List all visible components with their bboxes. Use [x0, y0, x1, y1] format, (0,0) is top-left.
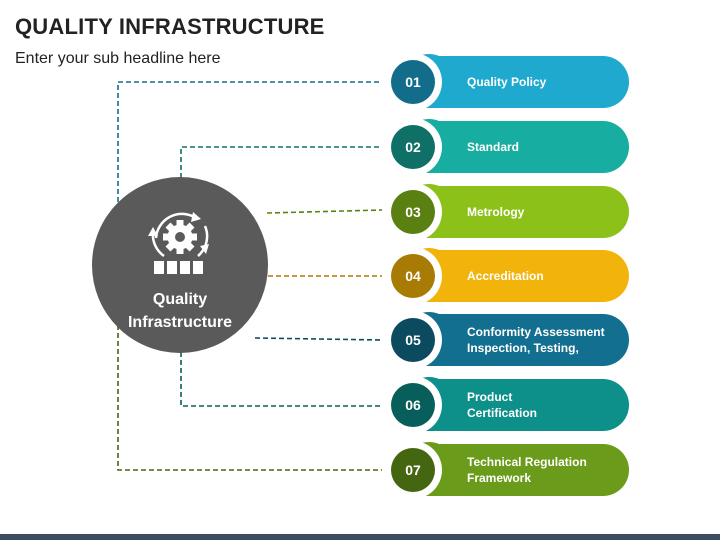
item-number-04: 04 — [405, 268, 421, 284]
item-badge-06 — [391, 383, 435, 427]
central-hub — [92, 177, 268, 353]
item-badge-02 — [391, 125, 435, 169]
item-number-06: 06 — [405, 397, 421, 413]
item-label-line: Technical Regulation — [467, 455, 587, 469]
page-title: QUALITY INFRASTRUCTURE — [15, 14, 325, 39]
connector-line-05 — [254, 337, 383, 341]
item-pill-04 — [417, 250, 629, 302]
item-label-04: Accreditation — [467, 254, 617, 298]
connector-lines — [117, 81, 383, 471]
gear-cycle-icon — [148, 212, 209, 274]
item-label-line: Accreditation — [467, 269, 544, 283]
item-number-07: 07 — [405, 462, 421, 478]
item-badge-03 — [391, 190, 435, 234]
item-07 — [384, 441, 629, 499]
item-pills — [384, 53, 629, 499]
item-badge-05 — [391, 318, 435, 362]
item-01 — [384, 53, 629, 111]
item-02 — [384, 118, 629, 176]
item-label-line: Standard — [467, 140, 520, 154]
item-number-05: 05 — [405, 332, 421, 348]
connector-line-07 — [117, 325, 382, 471]
footer-bar — [0, 534, 720, 540]
item-badge-01 — [391, 60, 435, 104]
hub-label-line1: Quality — [152, 291, 208, 308]
item-number-02: 02 — [405, 139, 421, 155]
item-label-line: Certification — [467, 406, 538, 420]
item-04 — [384, 247, 629, 305]
item-05 — [384, 311, 629, 369]
connector-line-03 — [266, 209, 383, 214]
item-label-line: Conformity Assessment — [467, 325, 605, 339]
item-pill-01 — [417, 56, 629, 108]
item-number-03: 03 — [405, 204, 421, 220]
item-pill-02 — [417, 121, 629, 173]
item-pill-03 — [417, 186, 629, 238]
item-label-line: Inspection, Testing, — [467, 341, 579, 355]
item-label-line: Metrology — [467, 205, 525, 219]
connector-line-02 — [180, 146, 382, 178]
connector-line-06 — [180, 352, 382, 407]
item-label-line: Framework — [467, 471, 532, 485]
hub-label-line2: Infrastructure — [127, 314, 233, 331]
item-badge-07 — [391, 448, 435, 492]
item-pill-05 — [417, 314, 629, 366]
item-label-03: Metrology — [467, 190, 617, 234]
item-03 — [384, 183, 629, 241]
item-badge-04 — [391, 254, 435, 298]
item-label-01: Quality Policy — [467, 60, 617, 104]
page-subtitle: Enter your sub headline here — [15, 50, 221, 67]
connector-line-01 — [117, 81, 382, 210]
item-label-02: Standard — [467, 125, 617, 169]
item-label-line: Quality Policy — [467, 75, 547, 89]
item-label-line: Product — [467, 390, 513, 404]
item-pill-06 — [417, 379, 629, 431]
item-06 — [384, 376, 629, 434]
hub-label: Quality Infrastructure — [100, 288, 260, 334]
item-pill-07 — [417, 444, 629, 496]
item-number-01: 01 — [405, 74, 421, 90]
